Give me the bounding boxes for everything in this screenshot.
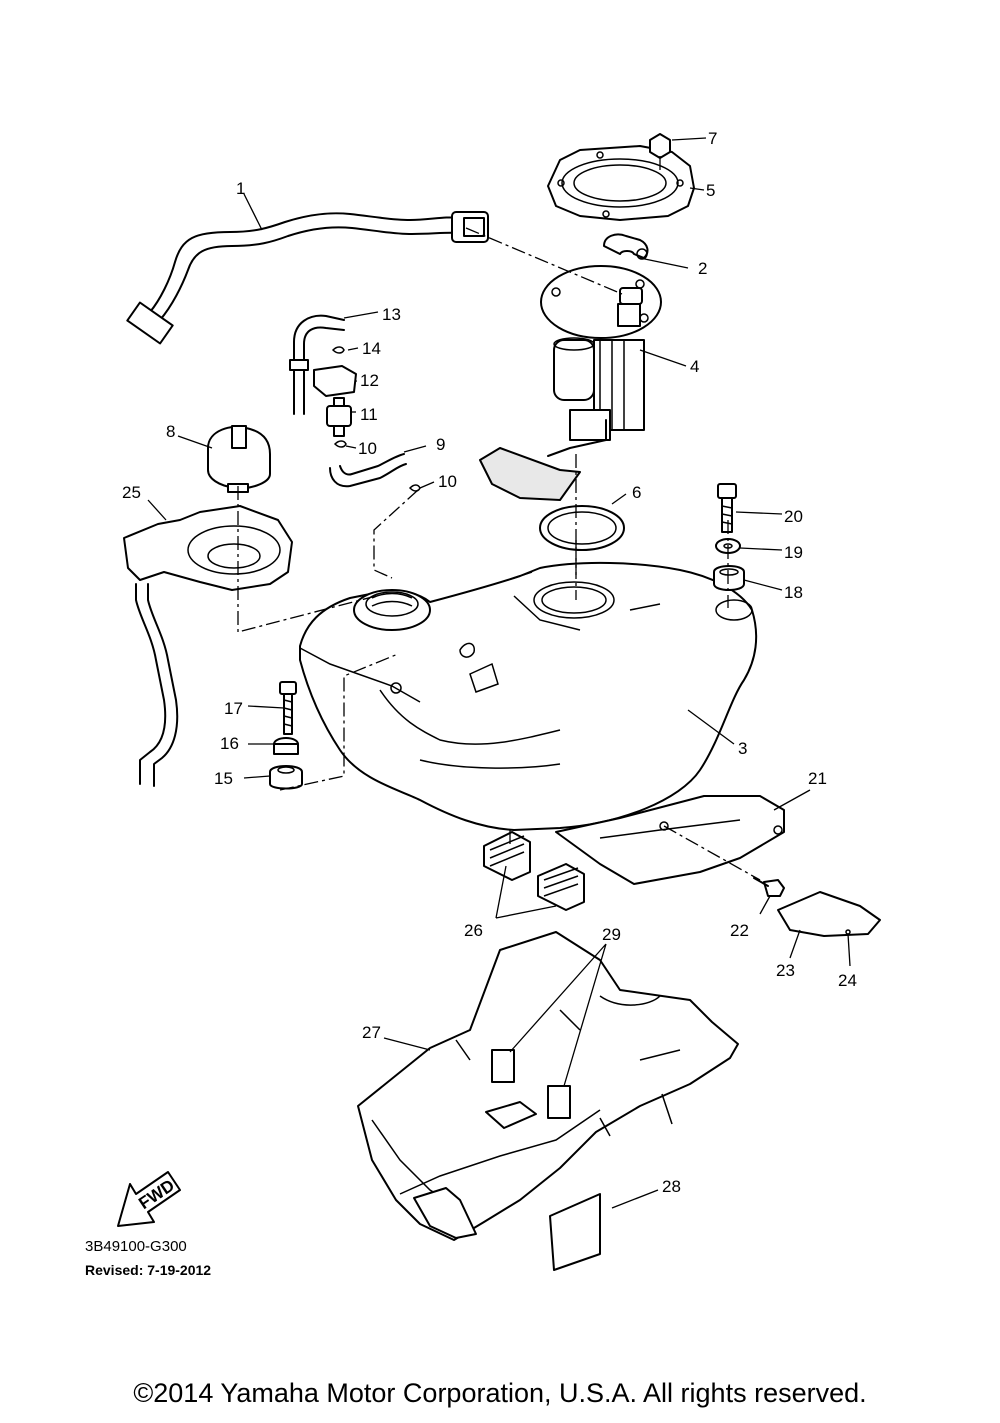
leader-lines — [147, 137, 851, 1209]
tank-mount-right-parts — [713, 483, 745, 591]
fwd-arrow-icon: FWD — [117, 1171, 181, 1227]
revised-note: Revised: 7-19-2012 — [85, 1262, 212, 1278]
pump-gasket-part — [539, 505, 625, 551]
breather-hose-part — [126, 211, 489, 345]
callout-15: 15 — [214, 769, 233, 788]
callout-9: 9 — [436, 435, 445, 454]
callout-27: 27 — [362, 1023, 381, 1042]
callout-22: 22 — [730, 921, 749, 940]
callout-10-upper: 10 — [358, 439, 377, 458]
under-cover-parts — [357, 931, 739, 1271]
callout-11: 11 — [360, 405, 378, 424]
callout-29: 29 — [602, 925, 621, 944]
callout-25: 25 — [122, 483, 141, 502]
callout-18: 18 — [784, 583, 803, 602]
callout-26: 26 — [464, 921, 483, 940]
filler-tray-part — [123, 505, 293, 787]
callout-4: 4 — [690, 357, 699, 376]
callout-numbers: 1 2 3 4 5 6 7 8 9 10 10 11 12 13 14 15 1… — [122, 129, 857, 1196]
callout-16: 16 — [220, 734, 239, 753]
fuel-pump-assembly-part — [479, 265, 662, 501]
fuel-tank-part — [299, 561, 758, 831]
assembly-lines — [237, 156, 761, 881]
fuel-cap-part — [207, 425, 271, 493]
callout-28: 28 — [662, 1177, 681, 1196]
vent-valve-parts — [289, 314, 421, 492]
callout-13: 13 — [382, 305, 401, 324]
connector-clamp-part — [603, 233, 649, 260]
callout-5: 5 — [706, 181, 715, 200]
callout-3: 3 — [738, 739, 747, 758]
callout-10-lower: 10 — [438, 472, 457, 491]
rubber-damper-parts — [483, 831, 585, 911]
drawing-code: 3B49100-G300 — [85, 1238, 187, 1255]
callout-12: 12 — [360, 371, 379, 390]
callout-2: 2 — [698, 259, 707, 278]
callout-20: 20 — [784, 507, 803, 526]
callout-6: 6 — [632, 483, 641, 502]
heat-shield-parts — [555, 795, 881, 937]
callout-23: 23 — [776, 961, 795, 980]
tank-mount-left-parts — [269, 681, 303, 790]
callout-7: 7 — [708, 129, 717, 148]
callout-19: 19 — [784, 543, 803, 562]
pump-cover-part — [547, 133, 695, 221]
callout-21: 21 — [808, 769, 827, 788]
callout-8: 8 — [166, 422, 175, 441]
callout-24: 24 — [838, 971, 857, 990]
callout-14: 14 — [362, 339, 381, 358]
copyright-notice: ©2014 Yamaha Motor Corporation, U.S.A. A… — [133, 1378, 867, 1408]
callout-17: 17 — [224, 699, 243, 718]
callout-1: 1 — [236, 179, 245, 198]
